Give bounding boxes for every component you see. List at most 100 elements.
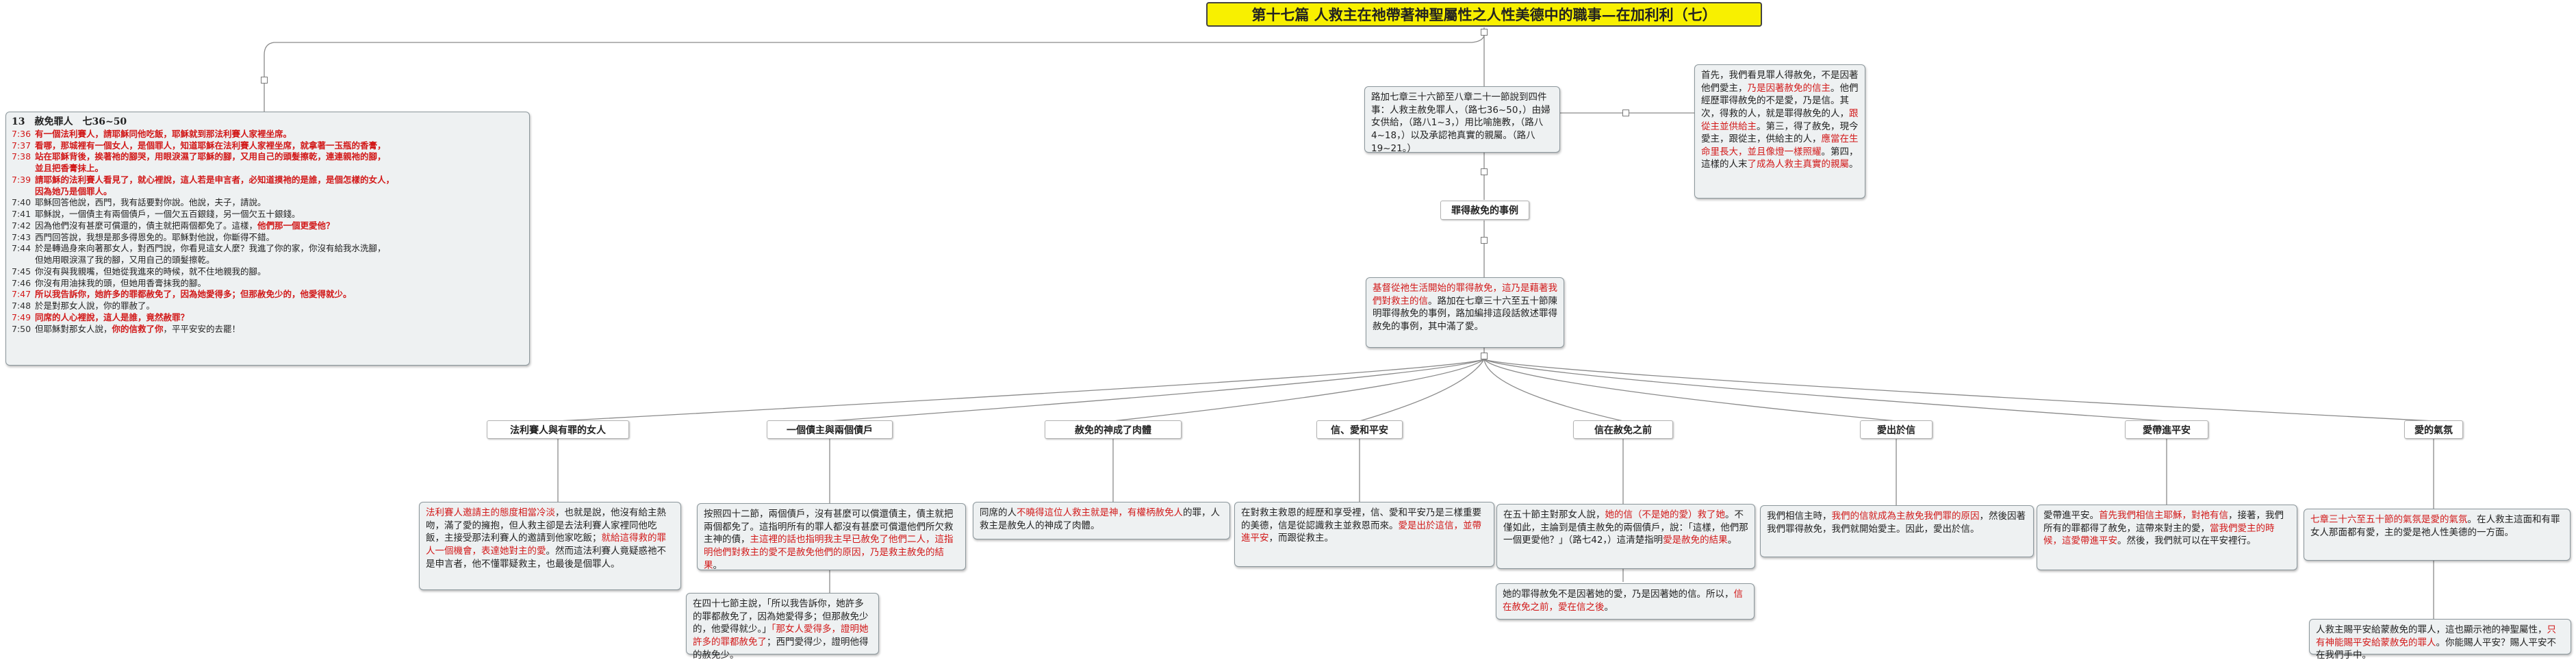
collapse-toggle-icon[interactable] — [1481, 29, 1488, 36]
verse-line: 因為她乃是個罪人。 — [12, 186, 524, 198]
verse-number: 7:48 — [12, 301, 31, 311]
body-text: 。 — [1604, 601, 1614, 613]
verse-line: 但她用眼淚濕了我的腳，又用自己的頭髮擦乾。 — [12, 255, 524, 266]
branch-box[interactable]: 在四十七節主說，「所以我告訴你，她許多的罪都赦免了，因為她愛得多；但那赦免少的，… — [686, 593, 879, 661]
verse-number: 7:42 — [12, 220, 31, 231]
collapse-toggle-icon[interactable] — [1481, 353, 1488, 359]
body-text: 。然而這法利賽人竟疑惑祂不是申言者，他不懂罪疑救主，也最後是個罪人。 — [426, 545, 666, 570]
body-text: 。在人救主這面和有罪女人那面都有愛，主的愛是祂人性美德的一方面。 — [2310, 514, 2560, 538]
center-summary-box[interactable]: 基督從祂生活開始的罪得赦免，這乃是藉著我們對救主的信。路加在七章三十六至五十節陳… — [1366, 277, 1564, 348]
body-text: ，然後因著我們罪得赦免，我們就開始愛主。因此，愛出於信。 — [1767, 511, 2026, 535]
branch-label[interactable]: 信、愛和平安 — [1316, 420, 1403, 439]
verse-text: 因為他們沒有甚麼可償還的，債主就把兩個都免了。這樣， — [35, 220, 258, 231]
highlight-text: 首先我們相信主耶穌，對祂有信 — [2099, 510, 2228, 521]
verse-line: 7:42 因為他們沒有甚麼可償還的，債主就把兩個都免了。這樣，他們那一個更愛他？ — [12, 220, 524, 232]
body-text: 。第三，得了赦免，現今愛主，跟從主，供給主的人， — [1701, 120, 1859, 145]
highlight-text: 法利賽人邀請主的態度相當冷淡 — [426, 507, 555, 518]
branch-box[interactable]: 在五十節主對那女人說，她的信（不是她的愛）救了她。不僅如此，主論到是債主赦免的兩… — [1496, 504, 1755, 569]
highlight-text: 「那女人愛得多，證明她許多的罪都赦免了 — [693, 624, 869, 648]
verse-text: 但她用眼淚濕了我的腳，又用自己的頭髮擦乾。 — [35, 255, 215, 265]
branch-box[interactable]: 法利賽人邀請主的態度相當冷淡，也就是說，他沒有給主熱吻，滿了愛的擁抱，但人救主卻… — [419, 502, 681, 590]
body-text: 。 — [1849, 159, 1859, 170]
body-text: ，而跟從救主。 — [1268, 533, 1334, 544]
highlight-text: 信在赦免之前，愛在信之後 — [1503, 589, 1743, 613]
verse-line: 7:39 請耶穌的法利賽人看見了，就心裡說，這人若是申言者，必知道摸祂的是誰，是個… — [12, 175, 524, 186]
intro-box[interactable]: 路加七章三十六節至八章二十一節說到四件事：人救主赦免罪人，（路七36~50，）由… — [1364, 86, 1560, 154]
body-text: 。 — [713, 559, 723, 571]
branch-label[interactable]: 一個債主與兩個債戶 — [767, 420, 893, 439]
highlight-text: 當我們愛主的時候，這愛帶進平安 — [2043, 522, 2275, 547]
body-text: 我們相信主時， — [1767, 511, 1832, 522]
verse-text: 並且把香膏抹上。 — [35, 163, 104, 173]
verse-text: 但耶穌對那女人說， — [35, 323, 112, 334]
verse-line: 7:44 於是轉過身來向著那女人，對西門說，你看見這女人麼？我進了你的家，你沒有給… — [12, 243, 524, 255]
verse-text: 西門回答說，我想是那多得恩免的。耶穌對他說，你斷得不錯。 — [35, 231, 275, 242]
collapse-toggle-icon[interactable] — [261, 77, 268, 84]
verse-text: 因為她乃是個罪人。 — [35, 186, 112, 196]
verse-highlight: 他們那一個更愛他？ — [257, 220, 335, 231]
link-b4 — [1359, 359, 1485, 422]
branch-box[interactable]: 七章三十六至五十節的氣氛是愛的氣氛。在人救主這面和有罪女人那面都有愛，主的愛是祂… — [2304, 509, 2571, 561]
body-text: 同席的人 — [980, 507, 1017, 518]
highlight-text: 跟從主並供給主 — [1701, 107, 1859, 132]
verse-line: 7:45 你沒有與我親嘴，但她從我進來的時候，就不住地親我的腳。 — [12, 266, 524, 278]
body-text: ，接著，我們所有的罪都得了赦免，這帶來對主的愛， — [2043, 510, 2284, 534]
highlight-text: 了成為人救主真實的親屬 — [1747, 159, 1850, 170]
intro-text: 路加七章三十六節至八章二十一節說到四件事：人救主赦免罪人，（路七36~50，）由… — [1371, 92, 1551, 154]
branch-box[interactable]: 在對救主救恩的經歷和享受裡，信、愛和平安乃是三樣重要的美德，信是從認識救主並救恩… — [1234, 502, 1494, 567]
verse-line: 並且把香膏抹上。 — [12, 163, 524, 175]
body-text: 在四十七節主說，「所以我告訴你，她許多的罪都赦免了，因為她愛得多；但那赦免少的，… — [693, 598, 869, 635]
link-b8 — [1483, 359, 2434, 422]
verse-number: 7:50 — [12, 323, 31, 334]
verse-number: 7:45 — [12, 266, 31, 277]
first-summary-box[interactable]: 首先，我們看見罪人得赦免，不是因著他們愛主，乃是因著赦免的信主。他們經歷罪得赦免… — [1694, 64, 1865, 199]
verse-text: 你沒有用油抹我的頭，但她用香膏抹我的腳。 — [35, 277, 207, 288]
verse-text: 於是轉過身來向著那女人，對西門說，你看見這女人麼？我進了你的家，你沒有給我水洗腳… — [35, 243, 386, 254]
branch-box[interactable]: 按照四十二節，兩個債戶，沒有甚麼可以償還債主，債主就把兩個都免了。這指明所有的罪… — [697, 503, 966, 571]
body-text: 。然後，我們就可以在平安裡行。 — [2117, 535, 2256, 547]
branch-box[interactable]: 愛帶進平安。首先我們相信主耶穌，對祂有信，接著，我們所有的罪都得了赦免，這帶來對… — [2037, 505, 2297, 570]
branch-box[interactable]: 人救主賜平安給蒙赦免的罪人，這也顯示祂的神聖屬性，只有神能賜平安給蒙赦免的罪人。… — [2309, 619, 2571, 661]
link-b7 — [1483, 359, 2167, 422]
branch-label[interactable]: 赦免的神成了肉體 — [1045, 420, 1182, 439]
branch-label[interactable]: 信在赦免之前 — [1573, 420, 1673, 439]
branch-label[interactable]: 愛帶進平安 — [2125, 420, 2208, 439]
branch-label[interactable]: 愛出於信 — [1860, 420, 1933, 439]
branch-label[interactable]: 愛的氣氛 — [2404, 420, 2463, 439]
highlight-text: 主這裡的話也指明我主早已赦免了他們二人，這指明他們對救主的愛不是赦免他們的原因，… — [704, 534, 954, 571]
verse-number: 7:39 — [12, 174, 31, 185]
collapse-toggle-icon[interactable] — [1622, 110, 1629, 116]
verse-text: 有一個法利賽人，請耶穌同他吃飯，耶穌就到那法利賽人家裡坐席。 — [35, 128, 292, 139]
body-text: 在五十節主對那女人說， — [1503, 509, 1605, 520]
body-text: 的罪，人救主是赦免人的神成了肉體。 — [980, 507, 1220, 531]
body-text: 按照四十二節，兩個債戶，沒有甚麼可以償還債主，債主就把兩個都免了。這指明所有的罪… — [704, 509, 954, 546]
link-b2 — [829, 359, 1485, 422]
verse-number: 7:47 — [12, 289, 31, 300]
case-node[interactable]: 罪得赦免的事例 — [1440, 201, 1529, 220]
branch-label[interactable]: 法利賽人與有罪的女人 — [487, 420, 629, 439]
collapse-toggle-icon[interactable] — [1481, 168, 1488, 175]
highlight-text: 愛是出於這信，並帶進平安 — [1241, 520, 1481, 544]
highlight-text: 我們的信就成為主赦免我們罪的原因 — [1831, 511, 1980, 522]
verse-text: 你沒有與我親嘴，但她從我進來的時候，就不住地親我的腳。 — [35, 266, 266, 277]
branch-box[interactable]: 同席的人不曉得這位人救主就是神，有權柄赦免人的罪，人救主是赦免人的神成了肉體。 — [973, 502, 1230, 539]
highlight-text: 就給這得救的罪人一個機會，表達她對主的愛 — [426, 533, 666, 557]
verse-number: 7:44 — [12, 243, 31, 254]
branch-box[interactable]: 我們相信主時，我們的信就成為主赦免我們罪的原因，然後因著我們罪得赦免，我們就開始… — [1760, 505, 2034, 557]
collapse-toggle-icon[interactable] — [1481, 237, 1488, 244]
page-title: 第十七篇 人救主在祂帶著神聖屬性之人性美德中的職事—在加利利（七） — [1206, 2, 1762, 27]
verse-text: 請耶穌的法利賽人看見了，就心裡說，這人若是申言者，必知道摸祂的是誰，是個怎樣的女… — [35, 174, 395, 185]
highlight-text: 她的信（不是她的愛）救了她 — [1605, 509, 1726, 520]
verse-text: 耶穌回答他說，西門，我有話要對你說。他說，夫子，請說。 — [35, 197, 266, 208]
body-text: 。路加在七章三十六至五十節陳明罪得赦免的事例，路加編排這段話敘述罪得赦免的事例，… — [1373, 295, 1557, 332]
branch-box[interactable]: 她的罪得赦免不是因著她的愛，乃是因著她的信。所以，信在赦免之前，愛在信之後。 — [1496, 583, 1755, 620]
highlight-text: 不曉得這位人救主就是神，有權柄赦免人 — [1017, 507, 1183, 518]
verse-number: 7:36 — [12, 128, 31, 139]
